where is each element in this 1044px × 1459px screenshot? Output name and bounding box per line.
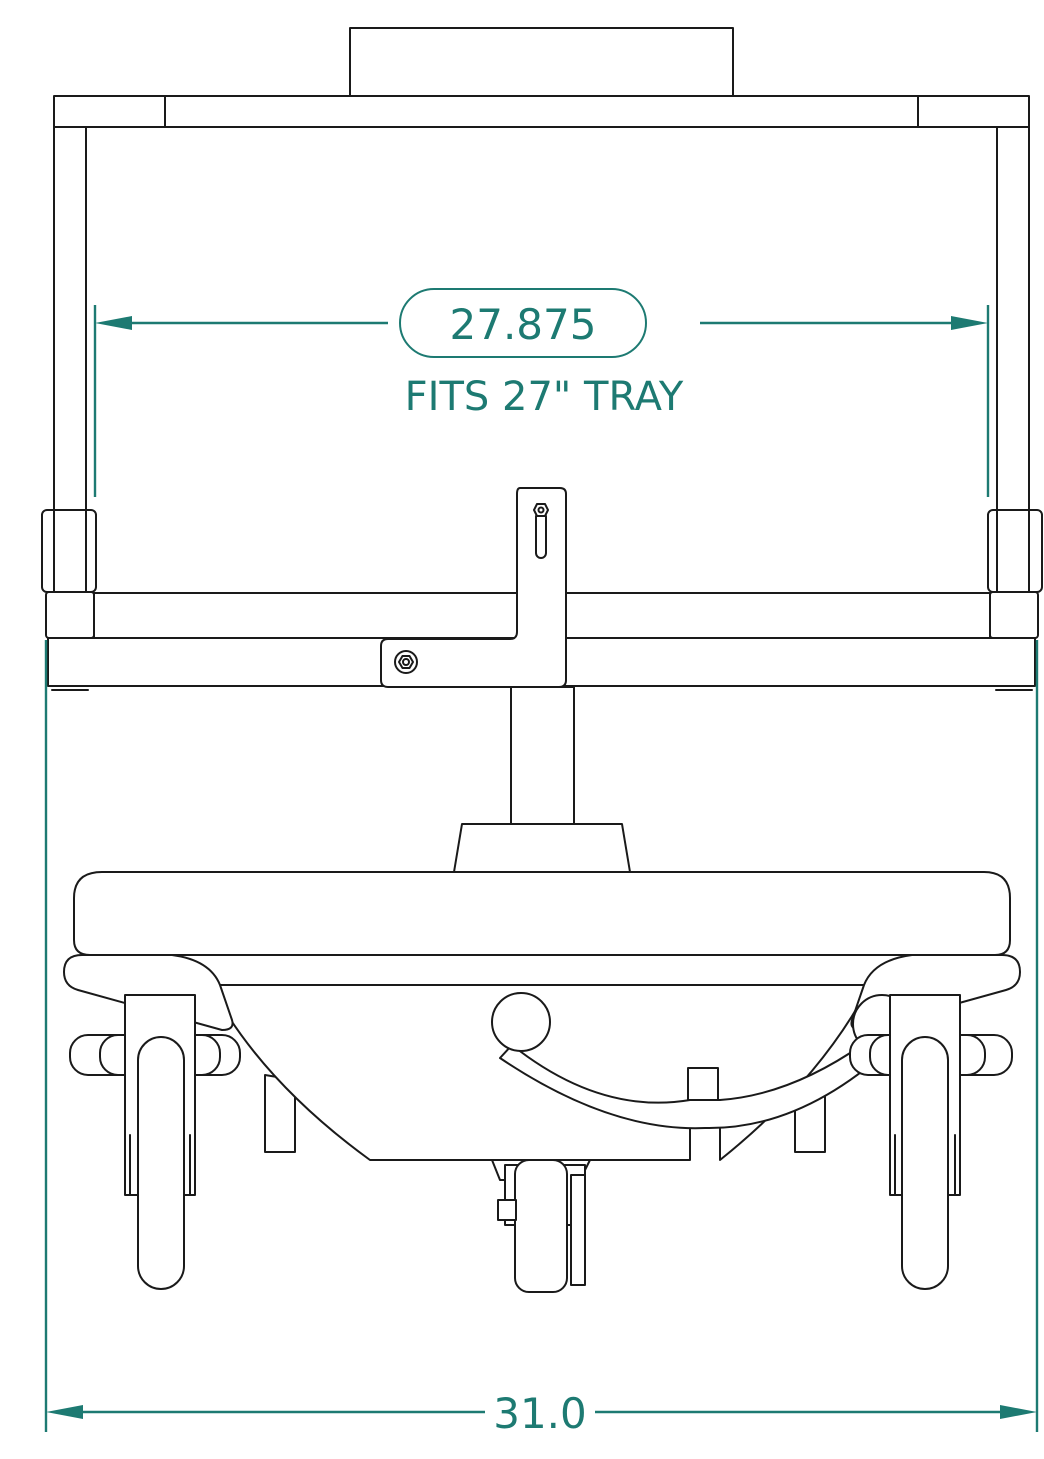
- dimension-overall-width: 31.0: [44, 640, 1039, 1438]
- center-wheel: [514, 1159, 568, 1293]
- center-bracket: [380, 487, 567, 688]
- center-axle-nut: [497, 1199, 517, 1221]
- lock-pin: [535, 511, 547, 559]
- support-column: [453, 686, 631, 873]
- base-deck: [73, 871, 1011, 956]
- top-rail: [53, 95, 1030, 128]
- left-handle-knob: [491, 992, 551, 1052]
- right-caster: [849, 994, 1013, 1290]
- overall-width-value: 31.0: [493, 1389, 587, 1438]
- dimension-inner-width: 27.875 FITS 27" TRAY: [93, 288, 990, 497]
- inner-arrow-right: [951, 316, 988, 330]
- right-corner-block: [989, 591, 1039, 639]
- inner-width-capsule: [399, 288, 647, 358]
- column-tube: [510, 686, 575, 825]
- inner-arrow-left: [95, 316, 132, 330]
- handle-center-clip: [687, 1067, 719, 1101]
- overall-arrow-left: [46, 1405, 83, 1419]
- center-caster: [491, 1159, 591, 1293]
- left-corner-block: [45, 591, 95, 639]
- inner-width-value: 27.875: [450, 300, 597, 349]
- top-handle-block: [349, 27, 734, 97]
- overall-arrow-right: [1000, 1405, 1037, 1419]
- inner-width-note: FITS 27" TRAY: [405, 374, 684, 420]
- tray-frame: [41, 27, 1043, 691]
- bracket-plate: [380, 487, 567, 688]
- right-wheel: [901, 1036, 949, 1290]
- column-base: [453, 823, 631, 873]
- left-caster: [69, 994, 241, 1290]
- left-wheel: [137, 1036, 185, 1290]
